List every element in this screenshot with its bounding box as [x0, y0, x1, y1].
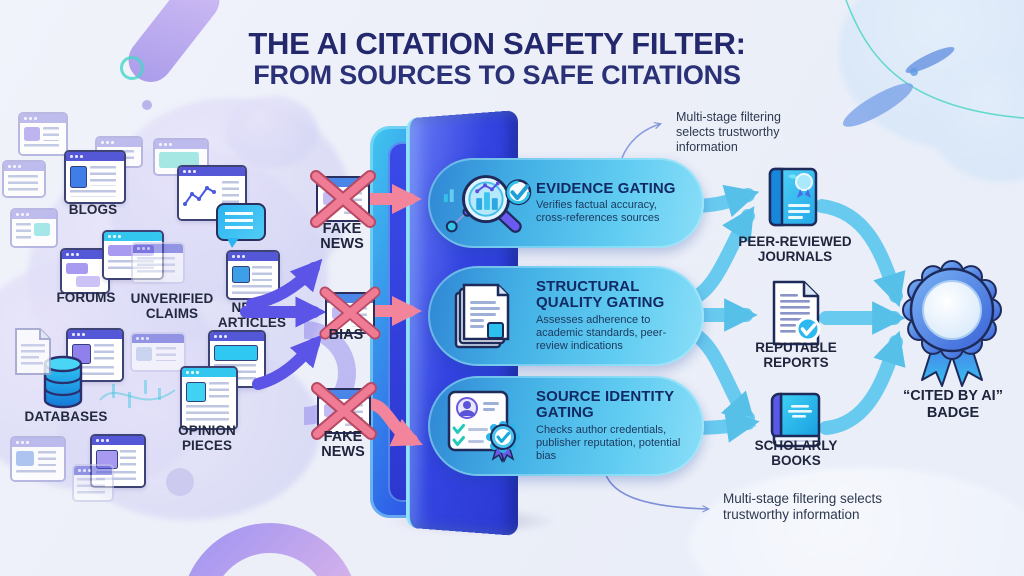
source-window-forums	[60, 248, 110, 294]
dot-shape	[142, 100, 152, 110]
crossed-news-icon	[311, 382, 377, 440]
source-window	[131, 242, 185, 284]
filter-stage-structural-quality-gating: STRUCTURAL QUALITY GATING Assesses adher…	[428, 266, 704, 366]
crossed-news-icon	[319, 286, 381, 340]
stage-title: SOURCE IDENTITY GATING	[536, 388, 674, 422]
blocked-label-bias: BIAS	[328, 327, 364, 343]
id-card-rosette-icon	[440, 388, 532, 464]
speech-bubble-icon	[216, 203, 266, 248]
filter-stage-evidence-gating: EVIDENCE GATING Verifies factual accurac…	[428, 158, 704, 248]
source-window	[72, 464, 114, 502]
source-window	[2, 160, 46, 198]
output-label-books: SCHOLARLY BOOKS	[754, 438, 838, 469]
cited-by-ai-badge-icon	[902, 260, 1002, 387]
source-window-blogs	[64, 150, 126, 204]
source-label-databases: DATABASES	[24, 409, 108, 424]
blocked-label-fake-news: FAKE NEWS	[320, 221, 364, 253]
annotation-bottom: Multi-stage filtering selects trustworth…	[723, 491, 883, 523]
output-label-journals: PEER-REVIEWED JOURNALS	[738, 234, 852, 265]
source-label-unverified-claims: UNVERIFIED CLAIMS	[130, 291, 214, 321]
stage-description: Checks author credentials, publisher rep…	[536, 423, 681, 462]
stage-description: Assesses adherence to academic standards…	[536, 313, 667, 352]
source-window	[10, 436, 66, 482]
report-check-icon	[772, 280, 821, 346]
source-label-forums: FORUMS	[56, 290, 116, 305]
annotation-top: Multi-stage filtering selects trustworth…	[676, 110, 781, 154]
page-title-line2: FROM SOURCES TO SAFE CITATIONS	[253, 60, 741, 90]
blocked-label-fake-news: FAKE NEWS	[321, 429, 365, 461]
source-window-opinion-b	[180, 366, 238, 430]
output-label-reports: REPUTABLE REPORTS	[755, 340, 837, 371]
source-window	[18, 112, 68, 156]
source-window-news	[226, 250, 280, 300]
page-title-line1: THE AI CITATION SAFETY FILTER:	[248, 26, 746, 61]
magnifier-chart-check-icon	[440, 167, 532, 239]
document-icon	[15, 328, 51, 375]
source-label-blogs: BLOGS	[68, 202, 118, 217]
crossed-news-icon	[310, 170, 376, 228]
source-label-opinion-pieces: OPINION PIECES	[178, 423, 236, 453]
source-window	[10, 208, 58, 248]
journal-icon	[768, 167, 818, 227]
badge-caption: “CITED BY AI” BADGE	[903, 388, 1003, 421]
filter-stage-source-identity-gating: SOURCE IDENTITY GATING Checks author cre…	[428, 376, 704, 476]
stage-title: EVIDENCE GATING	[536, 179, 676, 197]
source-label-news-articles: NEWS ARTICLES	[217, 300, 287, 330]
document-stack-icon	[440, 279, 532, 353]
stage-title: STRUCTURAL QUALITY GATING	[536, 278, 665, 312]
book-icon	[770, 392, 821, 448]
database-cylinder-icon	[43, 355, 83, 409]
source-window	[130, 332, 186, 372]
ring-shape	[120, 56, 144, 80]
dot-shape	[166, 468, 194, 496]
stage-description: Verifies factual accuracy, cross-referen…	[536, 199, 660, 225]
cloud-blob	[226, 96, 318, 168]
